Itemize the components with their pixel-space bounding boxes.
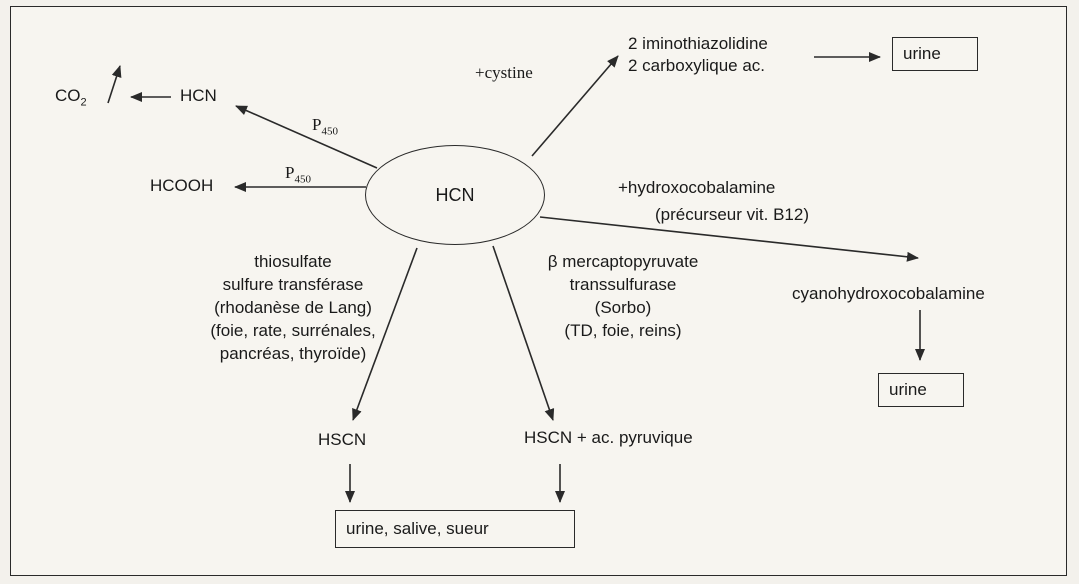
product-iminothiazolidine-line2: 2 carboxylique ac. (628, 56, 766, 75)
center-label: HCN (435, 184, 475, 205)
product-hscn: HSCN (318, 430, 367, 449)
enzyme-rhodanese-line: (foie, rate, surrénales, (210, 321, 376, 340)
urine-box-right: urine (878, 373, 964, 407)
arrow-to-iminothiazolidine (531, 55, 619, 157)
enzyme-rhodanese-line: (rhodanèse de Lang) (214, 298, 372, 317)
enzyme-p450-lower: P450 (285, 163, 311, 189)
arrow-to-hscn-pyruvique (492, 245, 555, 421)
enzyme-mercaptopyruvate: β mercaptopyruvate transsulfurase (Sorbo… (528, 252, 718, 341)
enzyme-p450-upper-sub: 450 (321, 125, 338, 138)
enzyme-mercapto-line: β mercaptopyruvate (547, 252, 699, 271)
product-co2-base: CO (55, 86, 81, 105)
excretion-box-bottom: urine, salive, sueur (335, 510, 575, 548)
enzyme-p450-lower-base: P (285, 163, 295, 182)
enzyme-mercapto-line: transsulfurase (569, 275, 677, 294)
arrow-co2-release (107, 65, 122, 104)
enzyme-mercapto-line: (Sorbo) (594, 298, 652, 317)
arrow-to-cyanohydroxocobalamine (539, 216, 919, 262)
arrow-to-hscn (352, 247, 418, 421)
enzyme-p450-lower-sub: 450 (294, 173, 311, 186)
enzyme-rhodanese-line: pancréas, thyroïde) (219, 344, 367, 363)
reagent-note-b12: (précurseur vit. B12) (655, 205, 809, 224)
enzyme-rhodanese-line: thiosulfate (254, 252, 332, 271)
product-iminothiazolidine-line1: 2 iminothiazolidine (628, 34, 768, 53)
enzyme-mercapto-line: (TD, foie, reins) (564, 321, 682, 340)
arrow-to-hcn-left (235, 105, 378, 169)
enzyme-rhodanese-line: sulfure transférase (222, 275, 364, 294)
enzyme-p450-upper-base: P (312, 115, 322, 134)
product-hcn-left: HCN (180, 86, 217, 105)
urine-box-top: urine (892, 37, 978, 71)
enzyme-p450-upper: P450 (312, 115, 338, 141)
reagent-cystine: +cystine (475, 63, 533, 82)
product-hscn-pyruvique: HSCN + ac. pyruvique (524, 428, 693, 447)
product-hcooh: HCOOH (150, 176, 214, 195)
diagram-frame (10, 6, 1067, 576)
center-node: HCN (365, 145, 545, 245)
product-cyanohydroxocobalamine: cyanohydroxocobalamine (792, 284, 985, 303)
product-co2-sub: 2 (80, 96, 87, 109)
enzyme-rhodanese: thiosulfate sulfure transférase (rhodanè… (188, 252, 398, 364)
reagent-hydroxocobalamine: +hydroxocobalamine (618, 178, 776, 197)
product-co2: CO2 (55, 86, 87, 112)
